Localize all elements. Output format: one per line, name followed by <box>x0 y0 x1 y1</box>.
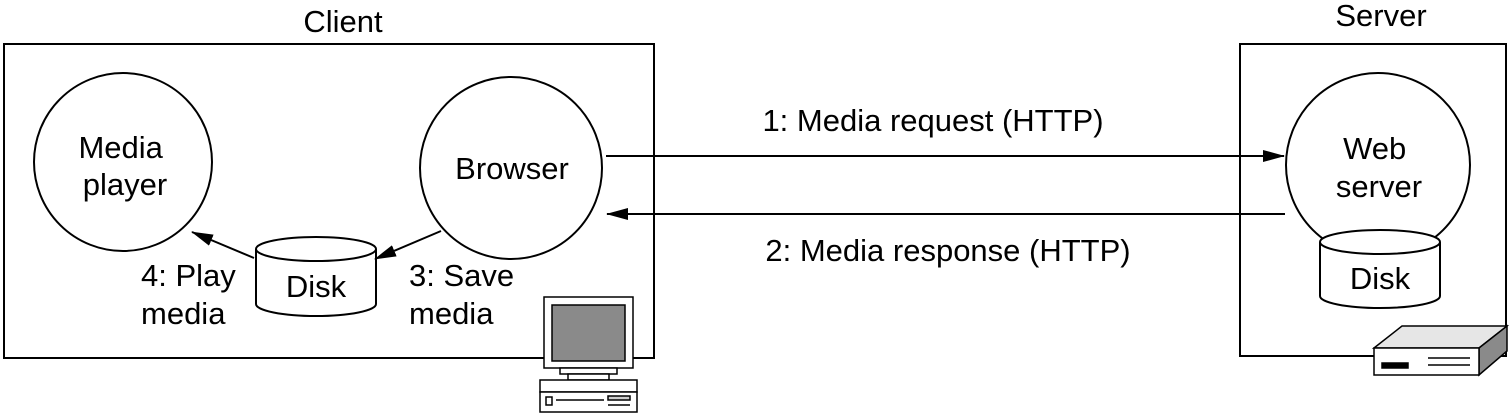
media-player-label: Media player <box>78 130 171 202</box>
play-media-arrow <box>191 231 255 259</box>
browser-label: Browser <box>455 151 569 186</box>
client-disk: Disk <box>255 236 377 317</box>
client-disk-label: Disk <box>286 269 347 304</box>
media-player-node <box>33 72 213 252</box>
server-box <box>1239 43 1507 357</box>
save-media-arrow <box>374 230 442 260</box>
browser-node <box>419 76 603 260</box>
client-title: Client <box>303 4 383 39</box>
client-box <box>3 43 655 359</box>
server-disk: Disk <box>1319 229 1441 309</box>
server-title: Server <box>1335 0 1426 33</box>
play-media-label: 4: Play media <box>141 258 244 331</box>
server-disk-label: Disk <box>1350 261 1411 296</box>
media-response-label: 2: Media response (HTTP) <box>765 233 1130 268</box>
desktop-computer-icon <box>539 296 638 413</box>
server-box-icon <box>1371 324 1510 377</box>
save-media-label: 3: Save media <box>409 258 523 331</box>
media-request-label: 1: Media request (HTTP) <box>762 103 1103 138</box>
web-server-label: Web server <box>1336 131 1422 204</box>
